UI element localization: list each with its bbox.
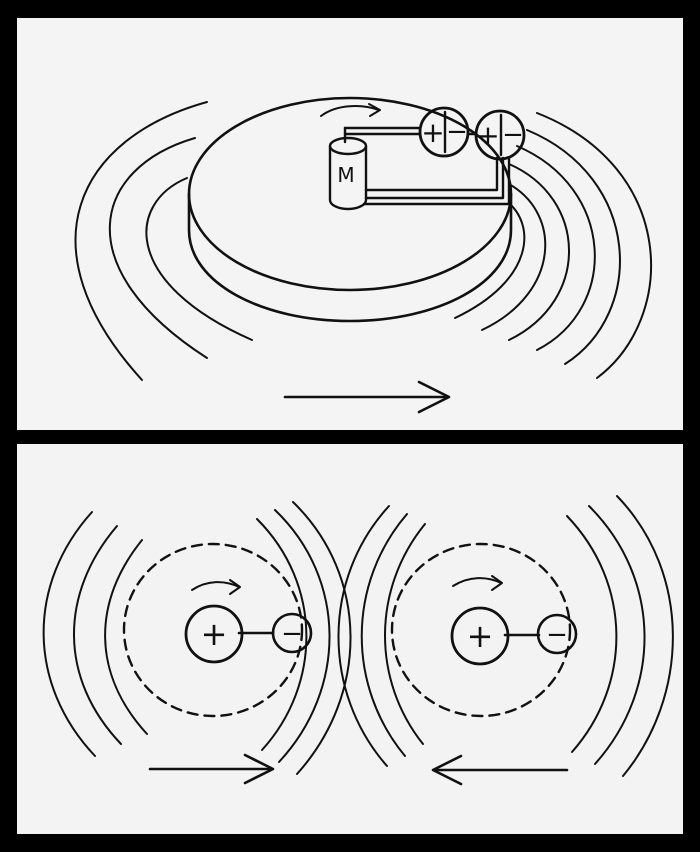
rotation-arrowhead bbox=[229, 579, 241, 595]
field-line bbox=[42, 511, 96, 757]
rotation-arrow bbox=[320, 103, 381, 117]
field-line bbox=[256, 518, 308, 751]
plus-sign: + bbox=[421, 116, 444, 149]
dipole-circle bbox=[418, 106, 470, 158]
field-line bbox=[481, 181, 547, 331]
plus-sign: + bbox=[476, 119, 499, 152]
minus-sign: − bbox=[502, 120, 524, 150]
field-line bbox=[516, 145, 596, 351]
rotation-arrow-left bbox=[191, 579, 241, 595]
field-line bbox=[74, 101, 208, 381]
field-line bbox=[145, 177, 253, 341]
left-inner-field-lines bbox=[256, 501, 352, 775]
minus-sign: − bbox=[281, 619, 303, 649]
disk-rim bbox=[187, 192, 513, 323]
wires bbox=[343, 126, 511, 206]
field-line bbox=[616, 495, 674, 777]
motion-arrow-right bbox=[148, 753, 275, 785]
field-line bbox=[337, 505, 390, 767]
field-line bbox=[588, 505, 646, 765]
field-line bbox=[104, 539, 148, 735]
minus-charge-circle bbox=[271, 612, 313, 654]
right-outer-field-lines bbox=[566, 495, 674, 777]
rotating-disk-diagram: M + − + − bbox=[74, 96, 653, 414]
dipole-right: + − bbox=[474, 109, 526, 161]
plus-charge-circle bbox=[450, 606, 510, 666]
motor-top bbox=[328, 136, 368, 156]
wire bbox=[364, 156, 499, 192]
rotation-arrowhead bbox=[368, 103, 381, 117]
left-outer-field-lines bbox=[42, 511, 148, 757]
rotation-arrowhead bbox=[491, 575, 503, 591]
wire bbox=[364, 156, 505, 200]
field-line bbox=[292, 501, 352, 775]
bottom-diagram-panel: + − + − bbox=[17, 444, 683, 834]
plus-charge-circle bbox=[184, 604, 244, 664]
top-diagram-panel: M + − + − bbox=[17, 18, 683, 430]
motion-arrow-left bbox=[431, 754, 569, 786]
arrow-head bbox=[243, 753, 275, 785]
rotation-arc bbox=[320, 105, 380, 117]
orbit-right bbox=[390, 542, 572, 718]
dipole-left: + − bbox=[418, 106, 470, 158]
rotation-arrow-right bbox=[452, 575, 503, 591]
left-field-lines bbox=[74, 101, 253, 381]
motor-body bbox=[328, 144, 368, 211]
field-line bbox=[108, 137, 208, 359]
field-line bbox=[536, 112, 653, 379]
wire bbox=[362, 156, 511, 206]
field-line bbox=[384, 523, 426, 745]
field-line bbox=[508, 163, 570, 341]
dipole-right: + − bbox=[450, 606, 578, 666]
field-line bbox=[274, 509, 331, 763]
minus-sign: − bbox=[446, 117, 468, 147]
plus-sign: + bbox=[201, 615, 228, 653]
motor bbox=[328, 126, 368, 211]
field-line bbox=[73, 525, 122, 745]
orbit-left bbox=[122, 542, 304, 718]
arrow-head bbox=[431, 754, 463, 786]
field-line bbox=[526, 129, 621, 365]
minus-charge-circle bbox=[536, 613, 578, 655]
dipole-pair-diagram: + − + − bbox=[42, 495, 674, 786]
arrow-head bbox=[417, 380, 451, 414]
field-line bbox=[566, 515, 618, 753]
dipole-circle bbox=[474, 109, 526, 161]
field-line bbox=[360, 513, 408, 757]
field-line bbox=[454, 199, 526, 319]
rotation-arc bbox=[191, 581, 240, 591]
right-field-lines bbox=[454, 112, 653, 379]
plus-sign: + bbox=[467, 617, 494, 655]
minus-sign: − bbox=[546, 620, 568, 650]
motion-arrow-right bbox=[283, 380, 451, 414]
motor-label: M bbox=[337, 163, 354, 187]
rotation-arc bbox=[452, 577, 502, 587]
dipole-left: + − bbox=[184, 604, 313, 664]
right-inner-field-lines bbox=[337, 505, 426, 767]
